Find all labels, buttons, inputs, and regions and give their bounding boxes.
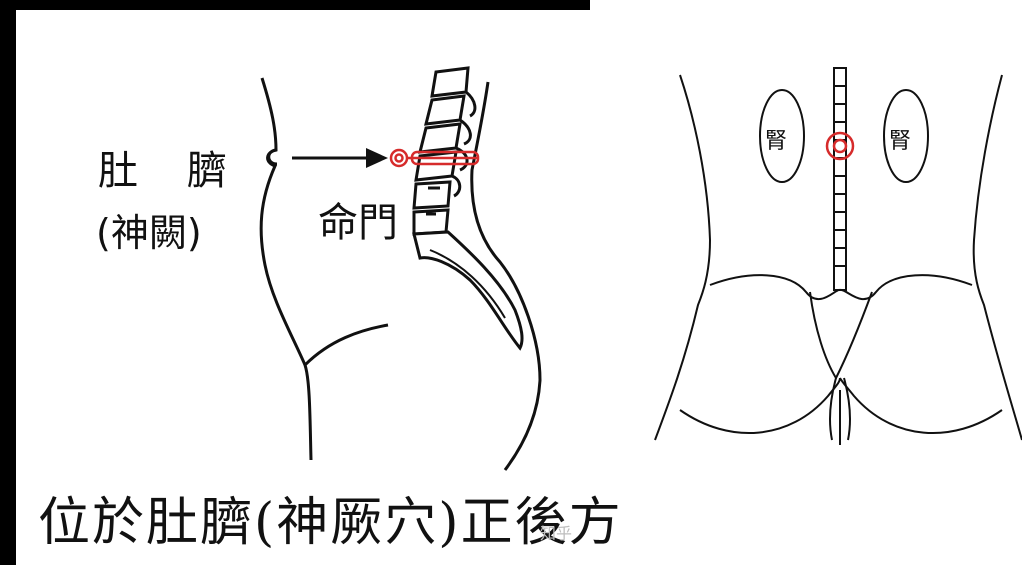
belly-outline	[259, 77, 313, 461]
vertebra	[412, 180, 452, 210]
marker-outer-ring	[389, 148, 409, 168]
frame-top-bar	[0, 0, 590, 10]
side-view-figure	[0, 0, 590, 565]
back-view-panel: 腎 腎	[640, 60, 1022, 465]
sacrum	[412, 230, 524, 351]
vertebra	[424, 94, 466, 126]
shenque-label: (神闕)	[96, 211, 202, 255]
back-view-figure	[654, 67, 1022, 445]
marker-bar	[410, 150, 480, 166]
spinous-processes	[451, 90, 477, 198]
kidney-right-label: 腎	[889, 129, 912, 154]
navel-label: 肚 臍	[98, 148, 245, 194]
spine-column	[833, 67, 847, 291]
watermark: 知乎	[540, 524, 573, 543]
groin-line	[303, 323, 389, 367]
frame-left-bar	[0, 0, 16, 565]
level-ticks	[426, 186, 440, 216]
marker-inner-ring	[394, 153, 404, 163]
marker-inner-ring	[832, 138, 848, 154]
back-outline	[470, 81, 542, 471]
arrow-head	[366, 148, 388, 168]
vertebra	[430, 66, 470, 98]
torso-left-outline	[654, 74, 712, 441]
navel-notch	[267, 148, 278, 166]
vertebra	[418, 122, 462, 154]
marker-outer-ring	[825, 131, 855, 161]
back-acupoint-marker	[825, 131, 855, 161]
cleft-lines	[828, 377, 852, 445]
back-spine	[833, 67, 847, 291]
pelvis-top-line	[709, 274, 973, 300]
spinous-process	[465, 90, 477, 118]
caption: 位於肚臍(神厥穴)正後方	[38, 493, 623, 553]
mingmen-acupoint-marker	[389, 148, 480, 168]
buttock-left	[679, 377, 841, 435]
torso-right-outline	[972, 74, 1022, 441]
side-view-panel: 肚 臍 (神闕) 命門 位於肚臍(神厥穴)正後方 知乎	[0, 0, 621, 565]
buttock-right	[839, 377, 1003, 435]
kidney-right	[883, 89, 929, 183]
kidney-left-label: 腎	[765, 129, 788, 154]
spinous-process	[459, 118, 472, 146]
spinous-process	[455, 146, 469, 172]
mingmen-label: 命門	[318, 200, 398, 246]
spinous-process	[451, 174, 462, 198]
vertebra	[414, 150, 458, 182]
kidney-left	[759, 89, 805, 183]
sacrum-inner-line	[429, 249, 506, 319]
sacrum-triangle	[809, 291, 873, 381]
